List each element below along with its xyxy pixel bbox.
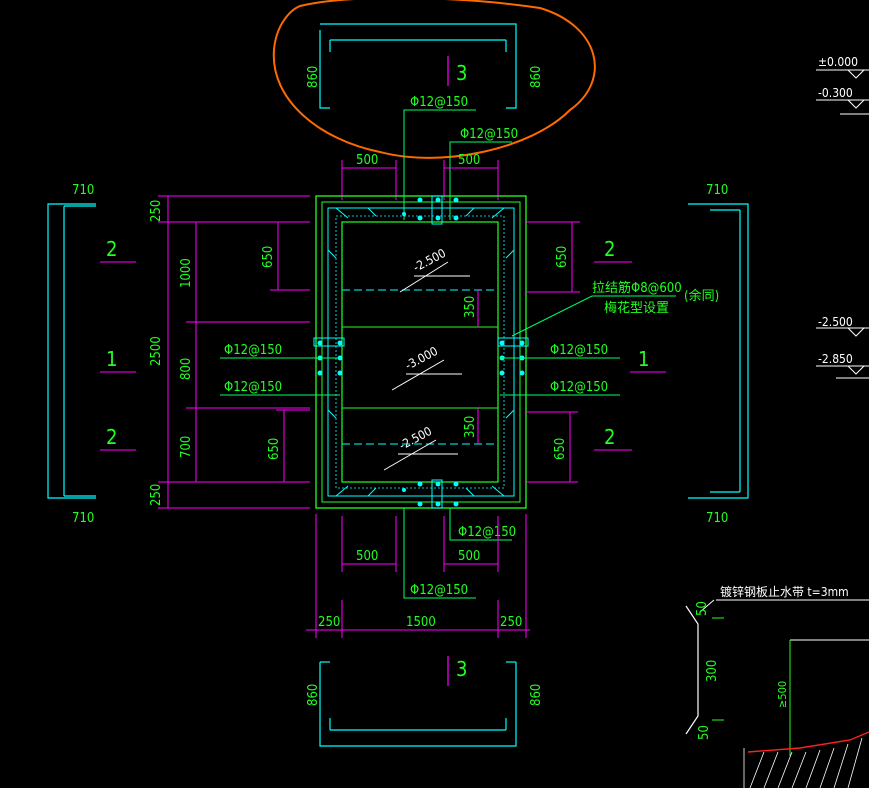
dim-800: 800	[179, 358, 194, 380]
section-label-right-upper: 2	[604, 237, 615, 261]
tie-note-side: (余同)	[684, 288, 719, 304]
plan-elev-middle: -3.000	[403, 344, 440, 373]
section-label-right-mid: 1	[638, 347, 649, 371]
section-label-bottom: 3	[456, 657, 467, 681]
rebar-label-right-2: Φ12@150	[550, 380, 608, 395]
elev-minus-2850: -2.850	[818, 352, 853, 366]
dim-860-top-right: 860	[529, 66, 544, 88]
plan-elev-lower: -2.500	[397, 424, 434, 453]
revision-cloud	[272, 0, 596, 159]
dim-650-left-bot: 650	[267, 438, 282, 460]
dim-500-top-right: 500	[458, 153, 480, 168]
rebar-label-left-2: Φ12@150	[224, 380, 282, 395]
section-label-left-mid: 1	[106, 347, 117, 371]
plan-elev-upper: -2.500	[411, 246, 448, 275]
tie-note-line1: 拉结筋Φ8@600	[592, 280, 682, 296]
left-section-marks: 2 1 2 710 710	[47, 183, 136, 526]
left-dimensions	[158, 195, 310, 509]
section-label-top: 3	[456, 61, 467, 85]
dim-500-bottom-right: 500	[458, 549, 480, 564]
elevation-marks	[816, 69, 869, 379]
right-rebar-leaders: Φ12@150 Φ12@150 拉结筋Φ8@600 梅花型设置 (余同)	[500, 280, 719, 396]
rebar-label-bottom-1: Φ12@150	[458, 525, 516, 540]
dim-250-left-top: 250	[149, 200, 164, 222]
left-rebar-leaders: Φ12@150 Φ12@150	[220, 343, 340, 396]
elev-minus-0300: -0.300	[818, 86, 853, 100]
dim-650-right-top: 650	[555, 246, 570, 268]
dim-700: 700	[179, 436, 194, 458]
dim-250-bottom-left: 250	[318, 615, 340, 630]
waterstop-detail: 镀锌钢板止水带 t=3mm 50 300 50 ≥500	[685, 585, 869, 788]
plan-main: -2.500 -3.000 -2.500 350 350	[313, 195, 529, 509]
wstop-dim-50-bot: 50	[697, 725, 712, 740]
dim-710-left-bottom: 710	[72, 511, 94, 526]
section-3-top: 3 860 860	[306, 23, 544, 109]
dim-250-bottom-right: 250	[500, 615, 522, 630]
right-dimensions	[526, 221, 580, 483]
dim-710-right-bottom: 710	[706, 511, 728, 526]
dim-860-bottom-right: 860	[529, 684, 544, 706]
dim-500-top-left: 500	[356, 153, 378, 168]
rebar-label-top-2: Φ12@150	[460, 127, 518, 142]
top-rebar-leaders: Φ12@150 Φ12@150 500 500	[341, 95, 518, 220]
rebar-label-left-1: Φ12@150	[224, 343, 282, 358]
section-label-left-upper: 2	[106, 237, 117, 261]
dim-500-bottom-left: 500	[356, 549, 378, 564]
dim-860-bottom-left: 860	[306, 684, 321, 706]
tie-note-line2: 梅花型设置	[604, 300, 669, 316]
dim-250-left-bot: 250	[149, 484, 164, 506]
section-label-left-lower: 2	[106, 425, 117, 449]
dim-860-top-left: 860	[306, 66, 321, 88]
elev-0: ±0.000	[818, 55, 858, 69]
dim-350-bot: 350	[463, 416, 478, 438]
dim-350-top: 350	[463, 296, 478, 318]
right-section-marks: 2 1 2 710 710	[594, 183, 749, 526]
wstop-dim-300: 300	[705, 660, 720, 682]
dim-2500: 2500	[149, 336, 164, 366]
dim-1000: 1000	[179, 258, 194, 288]
elev-minus-2500: -2.500	[818, 315, 853, 329]
bottom-rebar-leaders: Φ12@150 Φ12@150 500 500 250 1500 250	[306, 508, 530, 638]
rebar-label-right-1: Φ12@150	[550, 343, 608, 358]
dim-1500: 1500	[406, 615, 436, 630]
dim-710-right-top: 710	[706, 183, 728, 198]
dim-650-left-top: 650	[261, 246, 276, 268]
dim-710-left-top: 710	[72, 183, 94, 198]
rebar-label-top-1: Φ12@150	[410, 95, 468, 110]
rebar-label-bottom-2: Φ12@150	[410, 583, 468, 598]
section-3-bottom: 3 860 860	[306, 656, 544, 747]
dim-650-right-bot: 650	[553, 438, 568, 460]
section-label-right-lower: 2	[604, 425, 615, 449]
wstop-dim-50-top: 50	[695, 601, 710, 616]
waterstop-title: 镀锌钢板止水带 t=3mm	[720, 585, 849, 599]
wstop-dim-500: ≥500	[776, 681, 789, 708]
